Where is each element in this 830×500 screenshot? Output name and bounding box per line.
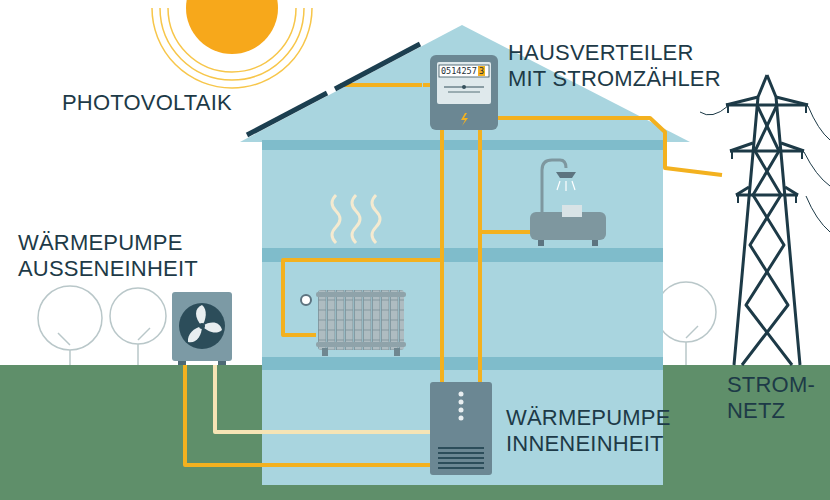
meter-digits: 0514257 — [441, 66, 477, 76]
meter-digit-highlight: 3 — [478, 66, 485, 76]
indoor-unit: WÄRMEPUMPE INNENEINHEIT — [430, 382, 492, 475]
power-line — [185, 365, 430, 465]
power-line — [478, 130, 482, 382]
meter-box: HAUSVERTEILER MIT STROMZÄHLER05142573 — [430, 55, 498, 130]
outdoor-unit-shape — [172, 292, 232, 365]
pv-panel-shape — [245, 38, 423, 138]
pv-panel: PHOTOVOLTAIK — [245, 38, 423, 138]
node-label: STROM- NETZ — [727, 372, 805, 424]
power-line — [423, 83, 430, 87]
pylon: STROM- NETZ — [722, 75, 812, 365]
power-line — [215, 365, 430, 432]
bathtub — [530, 160, 606, 246]
house — [240, 25, 690, 485]
node-label: PHOTOVOLTAIK — [62, 90, 232, 116]
heat-waves — [332, 195, 380, 243]
node-label: HAUSVERTEILER MIT STROMZÄHLER — [508, 40, 724, 92]
power-line — [440, 130, 444, 382]
sun — [152, 0, 312, 88]
pylon-shape — [722, 75, 812, 365]
node-label: WÄRMEPUMPE INNENEINHEIT — [506, 405, 672, 457]
radiator — [301, 290, 406, 356]
node-label: WÄRMEPUMPE AUSSENEINHEIT — [18, 230, 195, 282]
indoor-unit-shape — [430, 382, 492, 475]
power-line — [498, 118, 722, 175]
outdoor-unit: WÄRMEPUMPE AUSSENEINHEIT — [172, 292, 232, 365]
